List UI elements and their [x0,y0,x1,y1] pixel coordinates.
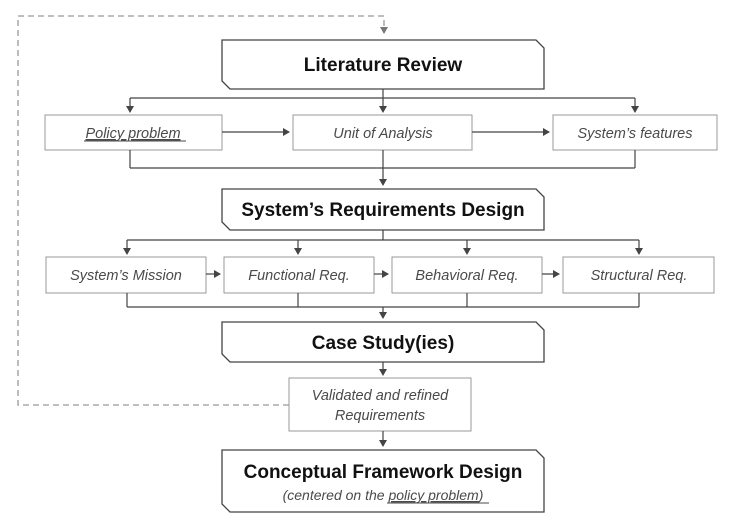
feedback-loop-dashed-line [17,15,388,406]
requirements-design-label: System’s Requirements Design [241,200,524,221]
req-design-connectors [123,230,643,255]
lit-review-connectors [126,89,639,113]
validated-requirements-line2: Requirements [335,408,425,424]
row2-merge-connectors [126,293,640,319]
conceptual-sub-policy-problem: policy problem [387,487,479,503]
functional-req-label: Functional Req. [248,268,350,284]
structural-req-label: Structural Req. [591,268,688,284]
row1-merge-connectors [129,150,636,186]
validated-requirements-line1: Validated and refined [312,388,449,404]
behavioral-req-label: Behavioral Req. [415,268,518,284]
conceptual-sub-suffix: ) [477,487,484,503]
policy-problem-label: Policy problem [85,126,180,142]
functional-req-box [223,256,375,294]
unit-of-analysis-label: Unit of Analysis [333,126,432,142]
conceptual-framework-label: Conceptual Framework Design [244,462,523,483]
conceptual-framework-subtitle: (centered on the policy problem) [283,487,484,503]
structural-req-box [562,256,715,294]
validated-requirements-box [288,377,472,432]
policy-problem-box [44,114,223,151]
conceptual-sub-prefix: (centered on the [283,487,389,503]
case-studies-label: Case Study(ies) [312,333,455,354]
systems-features-label: System’s features [578,126,693,142]
systems-mission-box [45,256,207,294]
conceptual-framework-box [221,449,545,513]
behavioral-req-box [391,256,543,294]
literature-review-label: Literature Review [304,55,463,76]
systems-mission-label: System’s Mission [70,268,182,284]
case-studies-box [221,321,545,363]
systems-features-box [552,114,718,151]
requirements-design-box [221,188,545,231]
literature-review-box [221,39,545,90]
